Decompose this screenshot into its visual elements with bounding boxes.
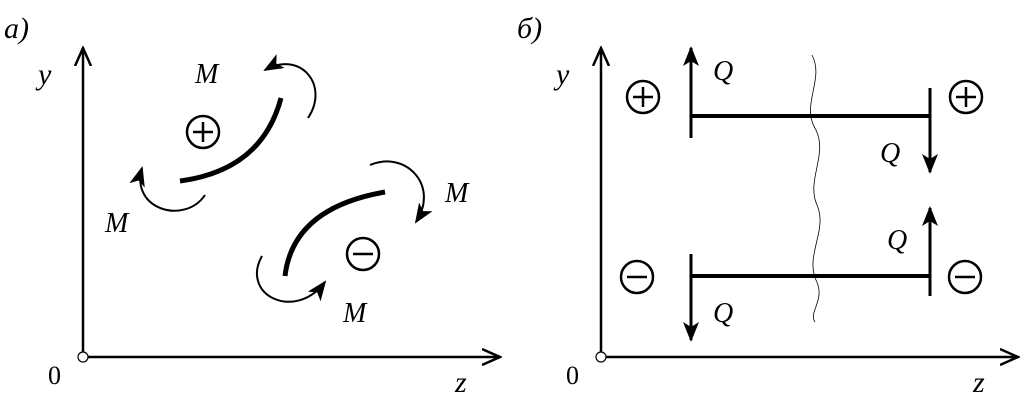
shear-label-top-right: Q <box>887 225 907 256</box>
negative-beam-element <box>282 189 386 277</box>
panel-b: б) y z 0 Q Q Q Q <box>517 12 1018 399</box>
panel-a-origin-label: 0 <box>48 361 61 390</box>
moment-arrow-top-right-neg <box>369 160 433 224</box>
panel-a-origin-dot <box>77 351 89 363</box>
moment-label-bottom-left: M <box>104 208 130 239</box>
moment-label-right: M <box>444 178 470 209</box>
plus-sign-icon-right <box>948 79 984 115</box>
plus-sign-icon <box>185 114 221 150</box>
positive-beam-element <box>179 97 284 184</box>
moment-label-bottom: M <box>342 298 368 329</box>
panel-a-y-label: y <box>35 58 52 91</box>
panel-b-label: б) <box>517 12 542 45</box>
moment-arrow-top-right <box>263 54 317 119</box>
panel-a: а) y z 0 M M M M <box>4 12 500 399</box>
minus-sign-icon <box>345 236 381 272</box>
panel-b-y-label: y <box>553 58 570 91</box>
moment-label-top: M <box>194 59 220 90</box>
shear-label-bottom-left: Q <box>713 298 733 329</box>
break-line-icon <box>810 54 821 323</box>
panel-b-origin-dot <box>595 351 607 363</box>
minus-sign-icon-right <box>947 259 983 295</box>
panel-b-z-label: z <box>972 366 985 399</box>
panel-a-z-label: z <box>454 366 467 399</box>
plus-sign-icon-left <box>625 79 661 115</box>
moment-arrow-bottom-left-neg <box>255 255 327 303</box>
panel-b-origin-label: 0 <box>566 361 579 390</box>
moment-arrow-bottom-left <box>129 166 206 212</box>
shear-label-top-left: Q <box>713 56 733 87</box>
minus-sign-icon-left <box>619 259 655 295</box>
panel-a-label: а) <box>4 12 29 45</box>
shear-label-bottom-right: Q <box>880 138 900 169</box>
